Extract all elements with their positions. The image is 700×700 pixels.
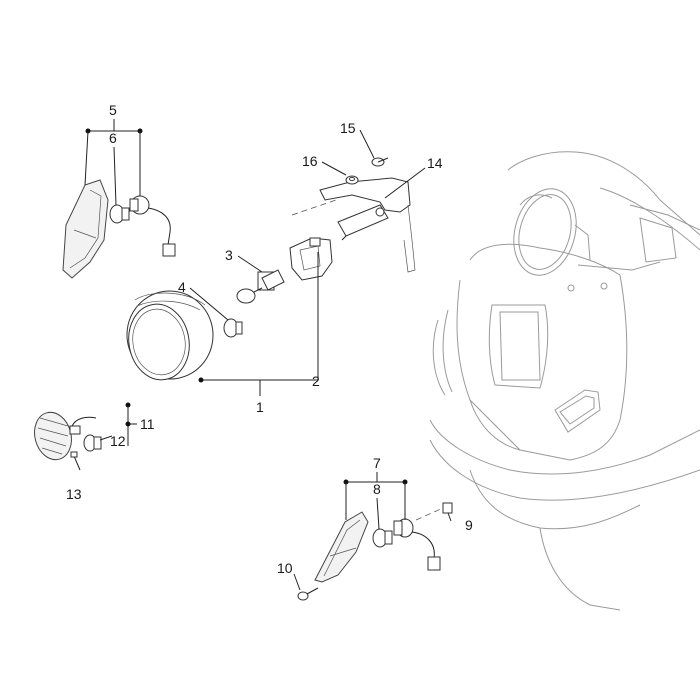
callout-13: 13 [66,486,82,502]
screw-10 [297,587,319,601]
callout-bracket-1 [198,252,319,396]
clip-9 [415,502,453,521]
callout-16: 16 [302,153,318,169]
headlight-unit-1 [126,290,214,381]
bulb-6 [109,204,130,224]
scooter-front-body [429,151,700,611]
callout-11: 11 [140,416,155,432]
callout-10: 10 [277,560,293,576]
bulb-8 [372,528,393,548]
side-light-assembly-lower [314,511,441,583]
headlight-bracket-14 [291,177,416,273]
socket-upper [129,195,176,257]
callout-bracket-7 [343,472,408,530]
socket-lower [393,518,441,571]
nut-16 [345,175,359,185]
screw-13 [70,451,81,471]
callout-8: 8 [373,481,381,497]
screw-15 [371,157,389,167]
headlight-bulb-3 [236,269,285,304]
bulb-12 [83,434,102,452]
callout-labels: 1 2 3 4 5 6 7 8 9 10 11 12 13 14 15 16 [66,102,473,576]
bulb-holder-2 [289,237,333,281]
callout-bracket-11 [125,402,137,446]
callout-14: 14 [427,155,443,171]
callout-6: 6 [109,130,117,146]
callout-1: 1 [256,399,264,415]
side-light-assembly-left [34,411,102,461]
callout-2: 2 [312,373,320,389]
bulb-4 [223,318,243,338]
leader-lines [99,129,452,591]
callout-9: 9 [465,517,473,533]
callout-3: 3 [225,247,233,263]
callout-7: 7 [373,455,381,471]
callout-bracket-5 [84,119,143,206]
callout-15: 15 [340,120,356,136]
callout-5: 5 [109,102,117,118]
side-light-assembly-upper [62,179,176,279]
callout-4: 4 [178,279,186,295]
callout-12: 12 [110,433,126,449]
